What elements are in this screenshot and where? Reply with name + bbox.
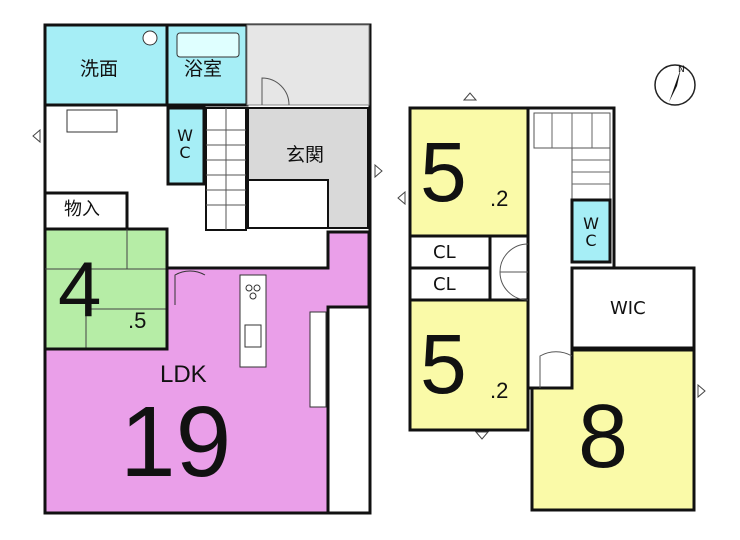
room-b-size: 5 (420, 317, 467, 411)
stove-burner-icon (253, 284, 261, 292)
wc-2f-label: W C (582, 215, 600, 249)
wc-2f-w: W (583, 214, 599, 233)
wc-2f-area (570, 198, 612, 264)
wic-area (570, 266, 696, 350)
room-c-size: 8 (578, 387, 629, 487)
stove-burner-icon (245, 284, 253, 292)
ldk-area (43, 230, 371, 515)
stove-burner-icon (249, 292, 257, 300)
stairs-2f-lower (571, 147, 611, 201)
ldk-wall-panel (309, 311, 327, 408)
closet-1-label: CL (433, 242, 456, 263)
kitchen-sink-icon (244, 324, 262, 348)
wic-label: WIC (610, 298, 646, 319)
compass-north-label: N (678, 65, 685, 75)
wc-1f-label: W C (176, 127, 194, 161)
room-a-size: 5 (420, 125, 467, 219)
entrance-label: 玄関 (286, 144, 325, 166)
room-a-size-decimal: .2 (490, 186, 509, 211)
closet-2-label: CL (433, 274, 456, 295)
wc-1f-area (166, 106, 206, 186)
washroom-label: 洗面 (80, 58, 119, 80)
door-swing (499, 243, 529, 273)
wc-1f-c: C (179, 143, 191, 162)
wc-1f-w: W (177, 126, 193, 145)
outdoor-area (246, 24, 370, 106)
japanese-room-area (43, 227, 169, 351)
kitchen-counter (239, 274, 267, 368)
compass: N (652, 62, 698, 108)
door-swing (499, 271, 529, 301)
closet-1-area (408, 234, 492, 270)
window-markers (32, 92, 706, 440)
wc-2f-c: C (585, 231, 597, 250)
sink-icon (142, 30, 158, 46)
entrance-step (247, 179, 329, 229)
ldk-label: LDK (160, 361, 207, 388)
bathtub-icon (176, 32, 240, 58)
vanity-counter (66, 109, 118, 133)
bathroom-label: 浴室 (184, 58, 223, 80)
japanese-room-size: 4 (58, 245, 102, 333)
stairs-1f-steps (206, 108, 246, 230)
room-b-area (408, 298, 530, 432)
japanese-room-size-decimal: .5 (128, 308, 147, 333)
closet-2-area (408, 266, 492, 302)
door-swing (539, 351, 573, 388)
ldk-size: 19 (120, 386, 232, 498)
stairs-2f-steps (551, 113, 610, 185)
door-swing (174, 270, 206, 305)
storage-area (43, 191, 129, 231)
room-b-size-decimal: .2 (490, 378, 509, 403)
room-c-area (530, 348, 696, 512)
tatami-lines (45, 229, 167, 349)
door-swing (261, 77, 290, 106)
storage-label: 物入 (64, 199, 100, 220)
